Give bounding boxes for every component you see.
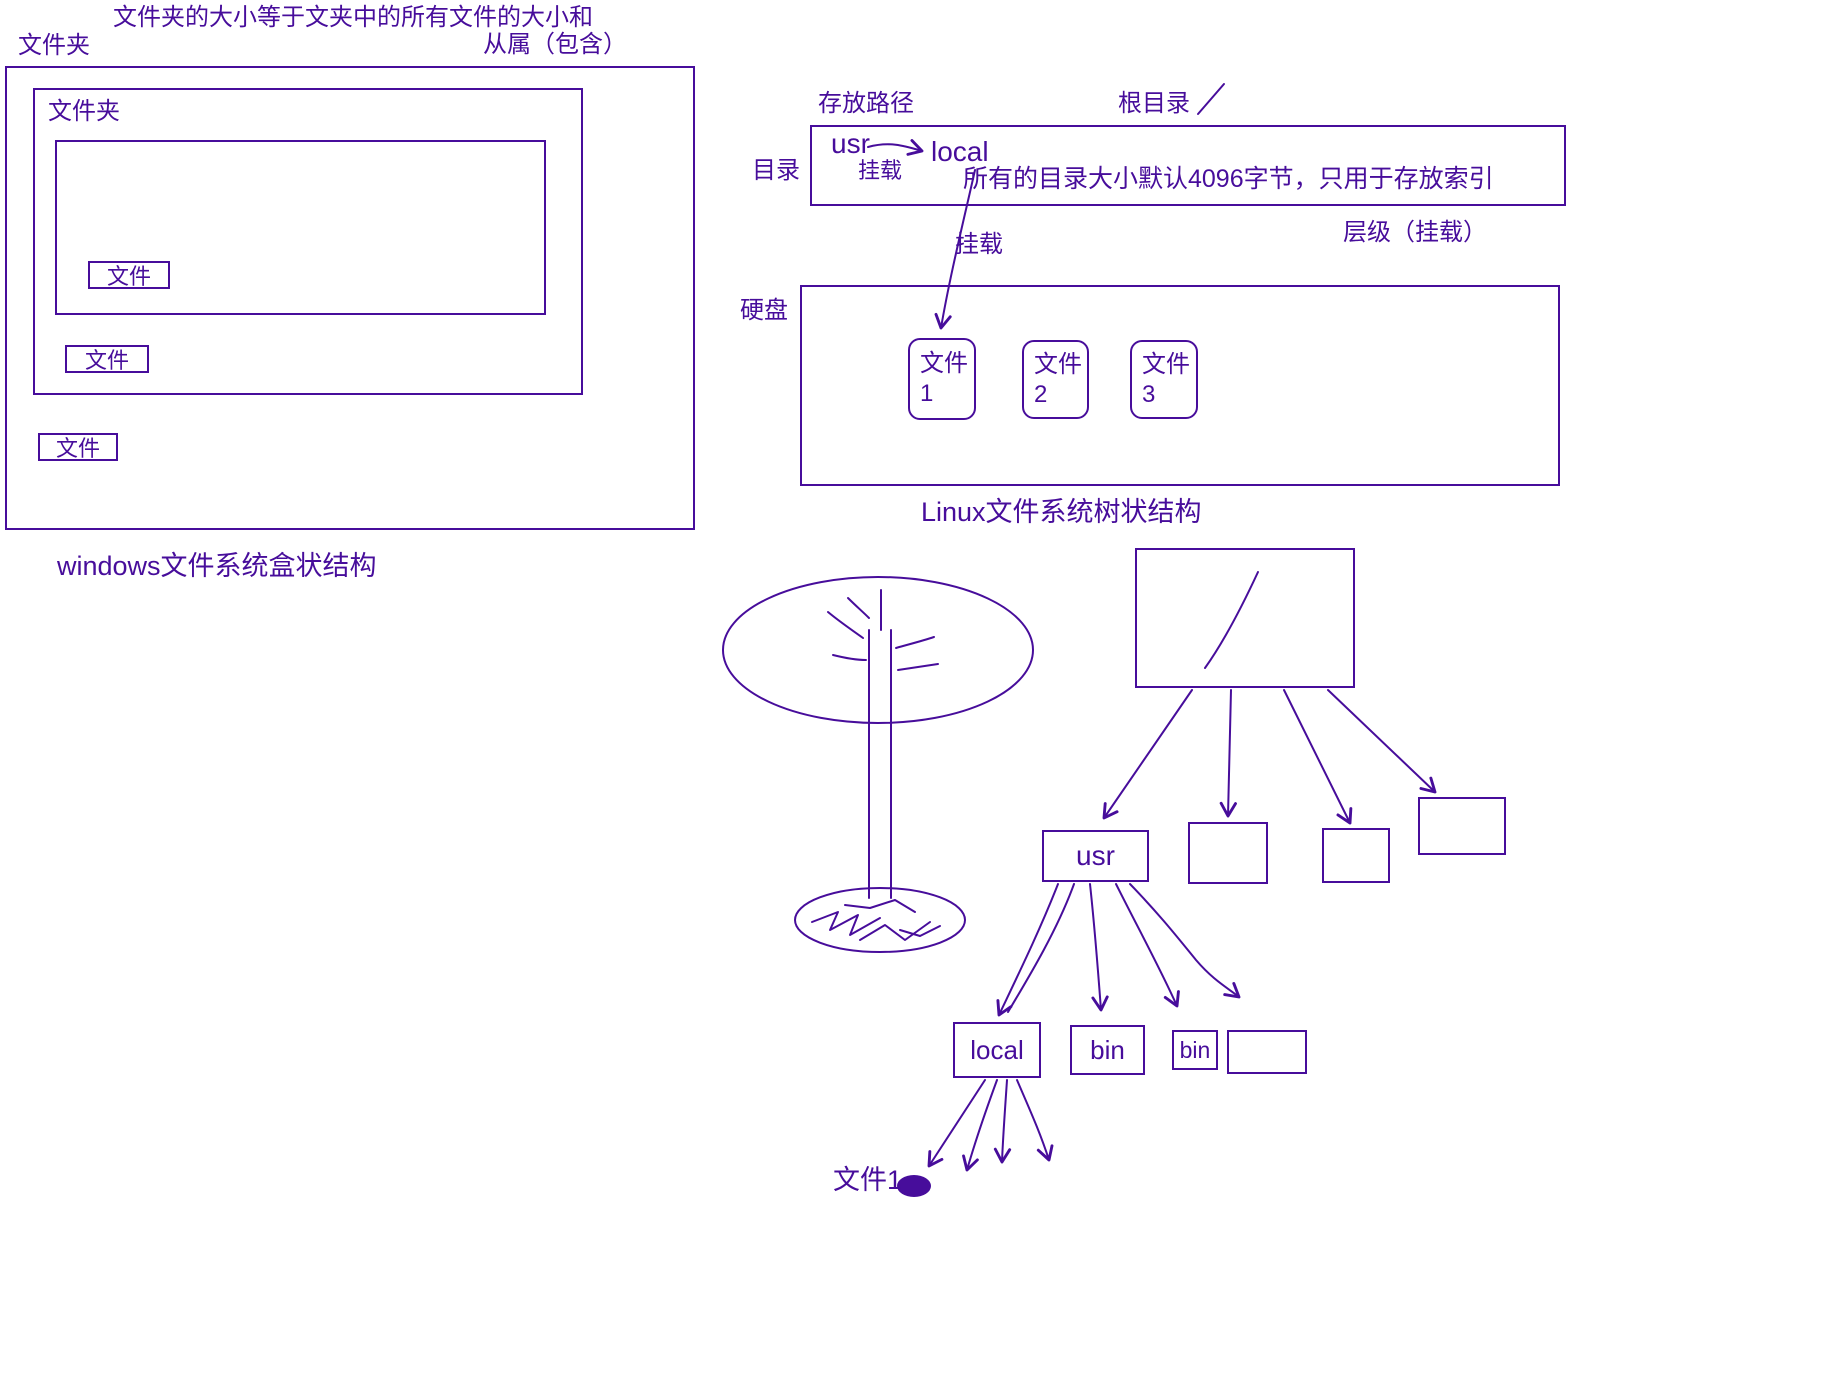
linux-usr-label: usr [831, 128, 870, 159]
tree-root-node-box [1135, 548, 1355, 688]
linux-file-box-3: 文件 3 [1130, 340, 1198, 419]
tree-empty-box-2 [1322, 828, 1390, 883]
root-scribble [859, 921, 931, 941]
windows-file-label-2: 文件 [84, 348, 129, 373]
tree-bin1-label: bin [1090, 1034, 1125, 1065]
windows-caption: windows文件系统盒状结构 [57, 551, 377, 581]
arrow-local-child3 [993, 1079, 1012, 1164]
windows-inner-folder-box [55, 140, 546, 315]
windows-relation-label: 从属（包含） [483, 31, 627, 58]
arrow-usr-child4 [1129, 883, 1241, 999]
windows-file-box-3: 文件 [38, 433, 118, 461]
linux-path-label: 存放路径 [818, 90, 914, 117]
linux-file-box-2: 文件 2 [1022, 340, 1089, 419]
arrow-local-child4 [1016, 1079, 1054, 1162]
tree-canopy [722, 576, 1034, 724]
linux-file-box-1: 文件 1 [908, 338, 976, 420]
arrow-usr-local-2 [1007, 883, 1075, 1013]
root-scribble [811, 911, 881, 936]
tree-empty-box-4 [1227, 1030, 1307, 1074]
linux-file1-name: 文件 [920, 350, 968, 377]
tree-usr-box: usr [1042, 830, 1149, 882]
usr-child-arrows [996, 883, 1241, 1017]
branch-stroke [832, 654, 867, 661]
branch-stroke [895, 636, 935, 649]
linux-file2-name: 文件 [1034, 350, 1082, 378]
linux-mount1-label: 挂载 [858, 158, 903, 183]
arrow-root-child4 [1327, 689, 1437, 794]
file1-dot [897, 1175, 931, 1197]
windows-file-box-2: 文件 [65, 345, 149, 373]
tree-empty-box-1 [1188, 822, 1268, 884]
linux-root-label: 根目录 [1118, 90, 1190, 117]
linux-level-label: 层级（挂载） [1343, 219, 1487, 246]
windows-inner-folder-label: 文件夹 [48, 98, 120, 125]
linux-disk-box [800, 285, 1560, 486]
tree-usr-label: usr [1076, 840, 1115, 871]
arrow-usr-bin1 [1089, 883, 1109, 1012]
linux-mount2-label: 挂载 [955, 231, 1003, 258]
arrow-root-child3 [1283, 689, 1353, 825]
linux-path-box [810, 125, 1566, 206]
windows-file-box-1: 文件 [88, 261, 170, 289]
tree-file1-label: 文件1 [833, 1165, 903, 1195]
arrow-local-file1 [927, 1079, 986, 1168]
tree-sketch [722, 576, 1034, 953]
arrow-local-child2 [962, 1079, 998, 1172]
windows-folder-label: 文件夹 [18, 32, 90, 59]
root-child-arrows [1102, 689, 1437, 825]
local-child-arrows [927, 1079, 1054, 1172]
tree-local-label: local [970, 1034, 1024, 1065]
linux-local-label: local [931, 136, 989, 167]
linux-file1-num: 1 [920, 380, 934, 407]
linux-file3-num: 3 [1142, 380, 1156, 408]
arrow-usr-bin2 [1115, 883, 1180, 1008]
windows-outer-folder-box [5, 66, 695, 530]
branch-stroke [827, 611, 864, 639]
linux-dir-label: 目录 [752, 157, 800, 184]
linux-file3-name: 文件 [1142, 350, 1190, 378]
arrow-root-usr [1102, 689, 1193, 820]
branch-stroke [847, 597, 870, 619]
tree-empty-box-3 [1418, 797, 1506, 855]
windows-note: 文件夹的大小等于文夹中的所有文件的大小和 [113, 4, 593, 31]
branch-stroke [897, 663, 939, 671]
arrow-usr-local [996, 883, 1059, 1017]
root-scribble [899, 925, 941, 937]
linux-caption: Linux文件系统树状结构 [921, 497, 1202, 527]
tree-ground [794, 887, 966, 953]
windows-file-label-3: 文件 [55, 436, 100, 461]
linux-disk-label: 硬盘 [740, 297, 788, 324]
root-scribble [844, 899, 916, 913]
tree-bin2-label: bin [1179, 1036, 1211, 1063]
windows-file-label-1: 文件 [106, 264, 151, 289]
arrow-root-child2 [1219, 689, 1237, 818]
tree-bin2-box: bin [1172, 1030, 1218, 1070]
linux-file2-num: 2 [1034, 380, 1048, 408]
tree-local-box: local [953, 1022, 1041, 1078]
root-slash-stroke [1197, 83, 1225, 115]
windows-mid-folder-box [33, 88, 583, 395]
tree-bin1-box: bin [1070, 1025, 1145, 1075]
linux-size-note: 所有的目录大小默认4096字节，只用于存放索引 [963, 165, 1494, 193]
